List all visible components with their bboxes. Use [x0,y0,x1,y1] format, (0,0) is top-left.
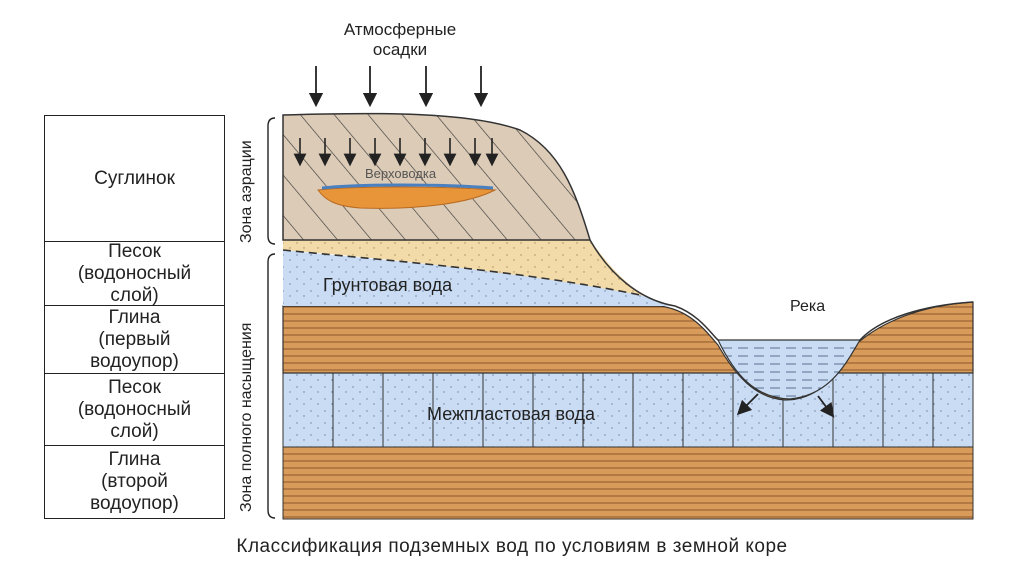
river-water [717,339,862,400]
aeration-zone-bracket [267,117,276,245]
groundwater-label: Грунтовая вода [323,275,453,295]
precipitation-label: Атмосферные осадки [343,20,457,59]
perched-water-label: Верховодка [365,166,437,181]
surface-line [589,239,974,341]
perched-water-lens [317,186,497,209]
second-aquitard-clay [282,446,974,520]
saturation-zone-bracket [267,253,276,519]
groundwater-zone [283,250,675,306]
infiltration-arrows [293,138,499,167]
legend-loam: Суглинок [44,115,225,241]
legend-clay-aquitard-1: Глина (первый водоупор) [44,305,225,373]
interlayer-aquifer [282,372,974,448]
aeration-zone-label: Зона аэрации [238,140,255,243]
water-table-line [282,249,641,296]
legend-sand-aquifer-1: Песок (водоносный слой) [44,241,225,306]
perched-water-top [321,183,494,190]
upper-sand [283,240,645,296]
aquifer-vertical-lines [332,373,934,447]
loam-layer [282,112,592,241]
legend-sand-aquifer-2: Песок (водоносный слой) [44,373,225,445]
precipitation-arrows [308,66,489,108]
interlayer-water-label: Межпластовая вода [427,404,595,424]
figure-caption: Классификация подземных вод по условиям … [236,536,788,557]
river-label: Река [790,298,826,315]
saturation-zone-label: Зона полного насыщения [238,322,255,512]
layer-legend: Суглинок Песок (водоносный слой) Глина (… [44,115,227,519]
river-seepage-arrows [736,393,835,418]
legend-clay-aquitard-2: Глина (второй водоупор) [44,445,225,519]
